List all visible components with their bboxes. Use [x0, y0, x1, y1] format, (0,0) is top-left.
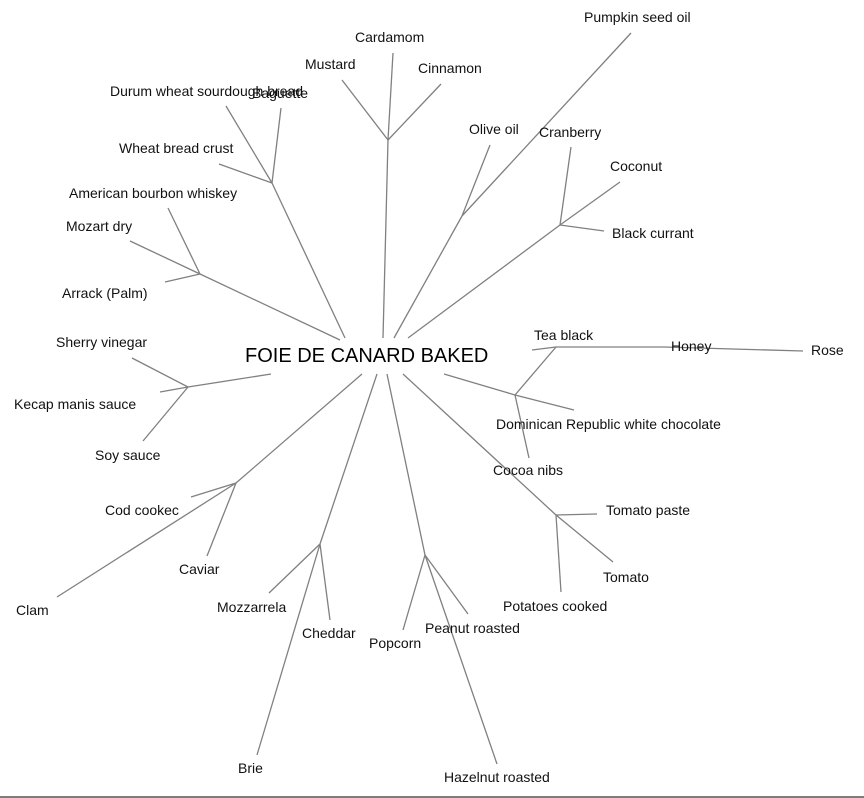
leaf-olive-oil[interactable]: Olive oil — [469, 121, 519, 137]
edge-spirit-mozart — [129, 240, 201, 275]
edge-root-bread — [271, 182, 346, 339]
leaf-popcorn[interactable]: Popcorn — [369, 635, 421, 651]
leaf-brie[interactable]: Brie — [238, 760, 263, 776]
leaf-cheddar[interactable]: Cheddar — [302, 625, 356, 641]
edge-root-cheese — [319, 373, 378, 545]
edge-tomato-tomato — [555, 514, 614, 563]
edge-root-spirit — [199, 273, 341, 341]
edge-sea-caviar — [206, 482, 237, 557]
edge-root-sea — [235, 373, 363, 484]
edge-root-sauce — [187, 373, 272, 388]
root-node-label[interactable]: FOIE DE CANARD BAKED — [245, 345, 488, 367]
edge-root-spice — [382, 139, 389, 339]
leaf-wheat-bread-crust[interactable]: Wheat bread crust — [119, 140, 233, 156]
edge-choc-cocoa — [514, 394, 530, 459]
leaf-coconut[interactable]: Coconut — [610, 158, 662, 174]
edge-root-choc — [443, 373, 516, 396]
leaf-rose[interactable]: Rose — [811, 342, 844, 358]
edge-choc-dominican — [514, 394, 575, 411]
edge-spirit-arrack — [164, 273, 201, 283]
leaf-cocoa-nibs[interactable]: Cocoa nibs — [493, 462, 563, 478]
edge-tomato-potatoes — [555, 514, 562, 593]
leaf-cardamom[interactable]: Cardamom — [355, 29, 424, 45]
edge-tea-rose — [663, 346, 804, 352]
bottom-border — [0, 796, 864, 798]
edge-sea-clam — [56, 482, 237, 598]
edge-sauce-kecap — [159, 386, 189, 393]
edge-sauce-soy — [142, 386, 189, 442]
edge-bread-baguette — [271, 107, 282, 184]
edge-bread-wheat-crust — [218, 163, 273, 184]
edge-root-tea — [531, 346, 557, 351]
edge-tea-choc-link — [514, 346, 557, 396]
edge-sea-cod — [190, 482, 237, 498]
leaf-mozzarrela[interactable]: Mozzarrela — [217, 599, 286, 615]
leaf-honey[interactable]: Honey — [671, 338, 711, 354]
leaf-cranberry[interactable]: Cranberry — [539, 124, 601, 140]
leaf-mustard[interactable]: Mustard — [305, 56, 356, 72]
edge-spirit-bourbon — [167, 207, 201, 275]
edge-bread-durum — [225, 105, 273, 184]
edge-spice-cinnamon — [387, 83, 442, 141]
edge-sauce-sherry — [131, 357, 189, 388]
leaf-peanut-roasted[interactable]: Peanut roasted — [425, 620, 520, 636]
leaf-hazelnut-roasted[interactable]: Hazelnut roasted — [444, 769, 550, 785]
leaf-tomato-paste[interactable]: Tomato paste — [606, 502, 690, 518]
leaf-kecap-manis-sauce[interactable]: Kecap manis sauce — [14, 396, 136, 412]
leaf-tomato[interactable]: Tomato — [603, 569, 649, 585]
edge-berry-black-currant — [559, 224, 605, 232]
leaf-cod-cookec[interactable]: Cod cookec — [105, 502, 179, 518]
edge-root-nut — [386, 373, 426, 556]
leaf-mozart-dry[interactable]: Mozart dry — [66, 218, 132, 234]
leaf-pumpkin-seed-oil[interactable]: Pumpkin seed oil — [584, 9, 691, 25]
edge-cheese-brie — [256, 543, 321, 756]
leaf-black-currant[interactable]: Black currant — [612, 225, 694, 241]
edge-spice-cardamom — [387, 52, 394, 141]
edge-nut-hazelnut — [424, 554, 498, 765]
leaf-dominican-republic-white-chocolate[interactable]: Dominican Republic white chocolate — [496, 416, 721, 432]
leaf-sherry-vinegar[interactable]: Sherry vinegar — [56, 334, 147, 350]
edge-cheese-cheddar — [319, 543, 331, 621]
leaf-soy-sauce[interactable]: Soy sauce — [95, 447, 161, 463]
leaf-american-bourbon-whiskey[interactable]: American bourbon whiskey — [69, 185, 237, 201]
tree-labels: FOIE DE CANARD BAKED Pumpkin seed oil Ca… — [14, 9, 844, 785]
leaf-tea-black[interactable]: Tea black — [534, 327, 594, 343]
edge-nut-peanut — [424, 554, 469, 615]
edge-root-tomato — [402, 373, 557, 516]
leaf-clam[interactable]: Clam — [16, 602, 49, 618]
edge-cheese-mozzarella — [268, 543, 321, 594]
leaf-caviar[interactable]: Caviar — [179, 561, 220, 577]
edge-oil-pumpkin — [461, 32, 632, 217]
edge-tomato-paste — [555, 513, 598, 516]
edge-oil-olive — [461, 144, 491, 217]
edge-root-berry — [407, 224, 561, 339]
edge-nut-popcorn — [402, 554, 426, 631]
tree-edges — [56, 32, 804, 765]
leaf-baguette[interactable]: Baguette — [252, 85, 308, 101]
edge-spice-mustard — [341, 79, 389, 141]
leaf-arrack-palm[interactable]: Arrack (Palm) — [62, 285, 148, 301]
edge-berry-cranberry — [559, 146, 572, 226]
leaf-potatoes-cooked[interactable]: Potatoes cooked — [503, 598, 607, 614]
leaf-cinnamon[interactable]: Cinnamon — [418, 60, 482, 76]
edge-berry-coconut — [559, 181, 621, 226]
leaf-durum-wheat-sourdough-bread[interactable]: Durum wheat sourdough bread — [110, 83, 303, 99]
edge-root-oil — [393, 215, 463, 339]
